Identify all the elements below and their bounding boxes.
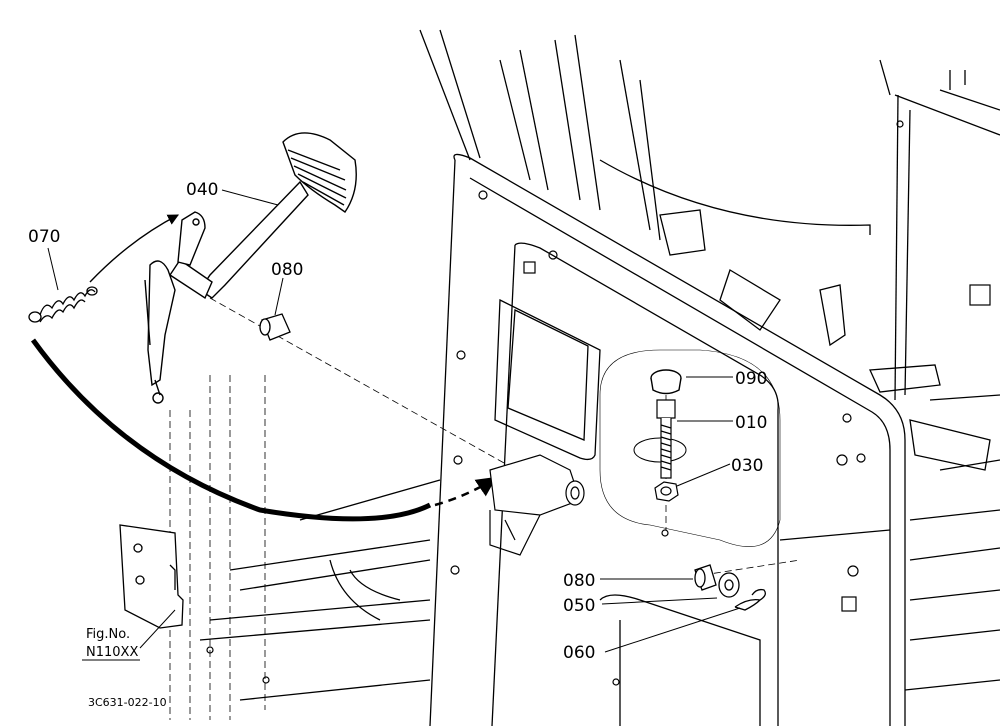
bushing-080-detail [694, 564, 717, 591]
callout-050: 050 [563, 596, 595, 616]
washer-050 [718, 572, 740, 598]
callout-070: 070 [28, 227, 60, 247]
mount-plate [119, 524, 184, 629]
callout-080-upper: 080 [271, 260, 303, 280]
callout-040: 040 [186, 180, 218, 200]
figure-number-label: Fig.No. [86, 627, 130, 642]
drawing-code: 3C631-022-10 [88, 696, 167, 709]
leader-lines [47, 189, 741, 653]
assembly-arrow [30, 338, 432, 522]
assembly-arrow-dash [434, 476, 497, 507]
callout-080-lower: 080 [563, 571, 595, 591]
callout-010: 010 [735, 413, 767, 433]
brake-pedal-040 [144, 132, 357, 404]
callout-labels: 070 040 080 090 010 030 080 050 060 [28, 180, 767, 663]
detail-bubble [599, 349, 781, 547]
callout-030: 030 [731, 456, 763, 476]
nut-030 [654, 481, 679, 502]
figure-number-value: N110XX [86, 645, 138, 660]
spring-arrow [89, 214, 179, 283]
stopper-cap-090 [650, 369, 682, 395]
frame-holes [206, 120, 991, 686]
bushing-080-pedal [259, 313, 291, 341]
snap-pin-060 [734, 588, 766, 611]
callout-060: 060 [563, 643, 595, 663]
return-spring-070 [28, 286, 98, 323]
bolt-010 [656, 399, 676, 479]
pivot-bracket [489, 454, 585, 556]
figure-number: Fig.No. N110XX [82, 627, 140, 661]
tractor-frame [199, 29, 1000, 726]
callout-090: 090 [735, 369, 767, 389]
